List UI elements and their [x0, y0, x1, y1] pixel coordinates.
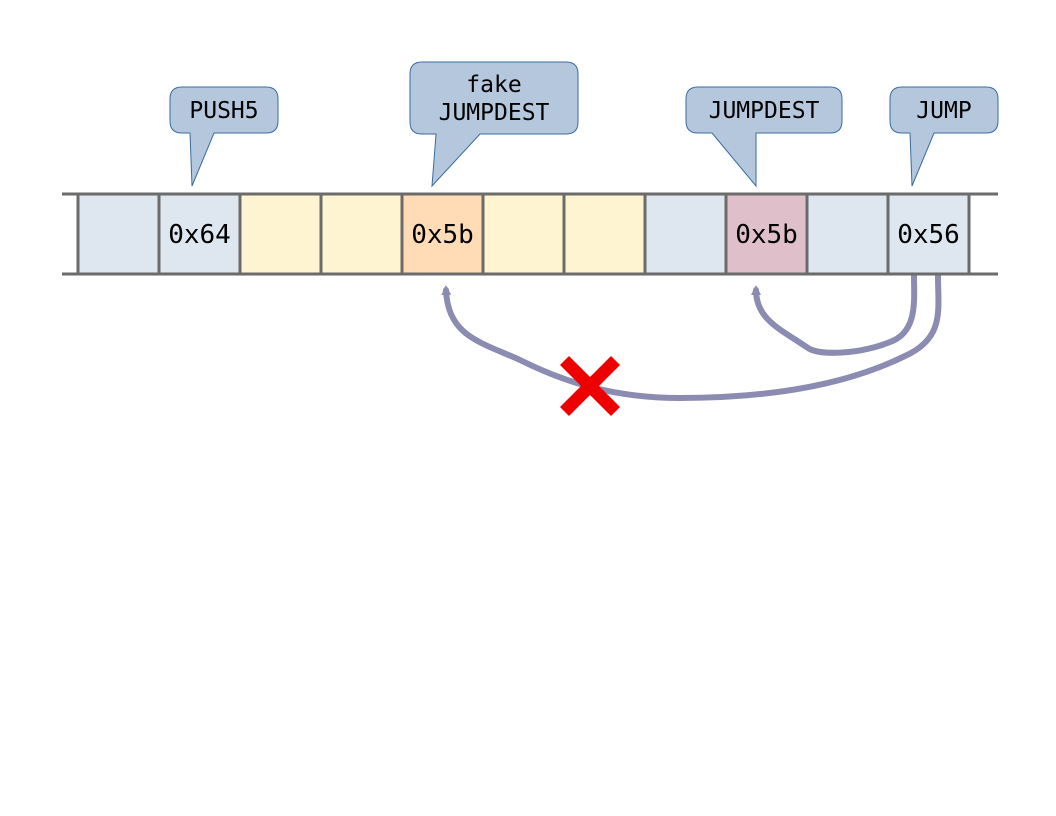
cell-box — [643, 192, 728, 276]
bytecode-cell: 0x5b — [400, 192, 485, 276]
bytecode-rails — [62, 192, 998, 276]
jump-arrows — [441, 273, 942, 402]
callout-bubble — [889, 86, 999, 187]
cell-box — [562, 192, 647, 276]
cell-box — [886, 192, 971, 276]
callout-label: PUSH5 — [189, 98, 258, 124]
callout-label: JUMPDEST — [439, 100, 550, 126]
bytecode-cells: 0x64 0x5b 0x5b 0x56 — [76, 192, 971, 276]
bytecode-cell: 0x56 — [886, 192, 971, 276]
cell-box — [481, 192, 566, 276]
opcode-callout: JUMP — [889, 86, 999, 187]
bytecode-cell — [643, 192, 728, 276]
bytecode-cell — [805, 192, 890, 276]
bytecode-cell — [238, 192, 323, 276]
cell-box — [805, 192, 890, 276]
invalid-jump-arrow — [441, 273, 942, 402]
cell-box — [319, 192, 404, 276]
callout-label: JUMPDEST — [709, 98, 820, 124]
valid-jump-arrow — [751, 273, 918, 356]
cell-box — [76, 192, 161, 276]
bytecode-cell — [319, 192, 404, 276]
callout-label: fake — [466, 72, 521, 98]
callout-bubble — [169, 86, 279, 187]
cell-byte-label: 0x64 — [168, 220, 231, 250]
bytecode-cell — [481, 192, 566, 276]
bytecode-cell — [562, 192, 647, 276]
callout-bubble — [685, 86, 843, 188]
bytecode-cell: 0x5b — [724, 192, 809, 276]
cell-box — [157, 192, 242, 276]
bytecode-cell — [76, 192, 161, 276]
cell-byte-label: 0x5b — [735, 220, 798, 250]
bytecode-cell: 0x64 — [157, 192, 242, 276]
cell-box — [238, 192, 323, 276]
callout-label: JUMP — [916, 98, 971, 124]
callout-bubble — [409, 61, 579, 188]
cell-byte-label: 0x56 — [897, 220, 960, 250]
cell-byte-label: 0x5b — [411, 220, 474, 250]
opcode-callout: PUSH5 — [169, 86, 279, 187]
opcode-callout: JUMPDEST — [685, 86, 843, 188]
cross-icon — [560, 356, 620, 416]
